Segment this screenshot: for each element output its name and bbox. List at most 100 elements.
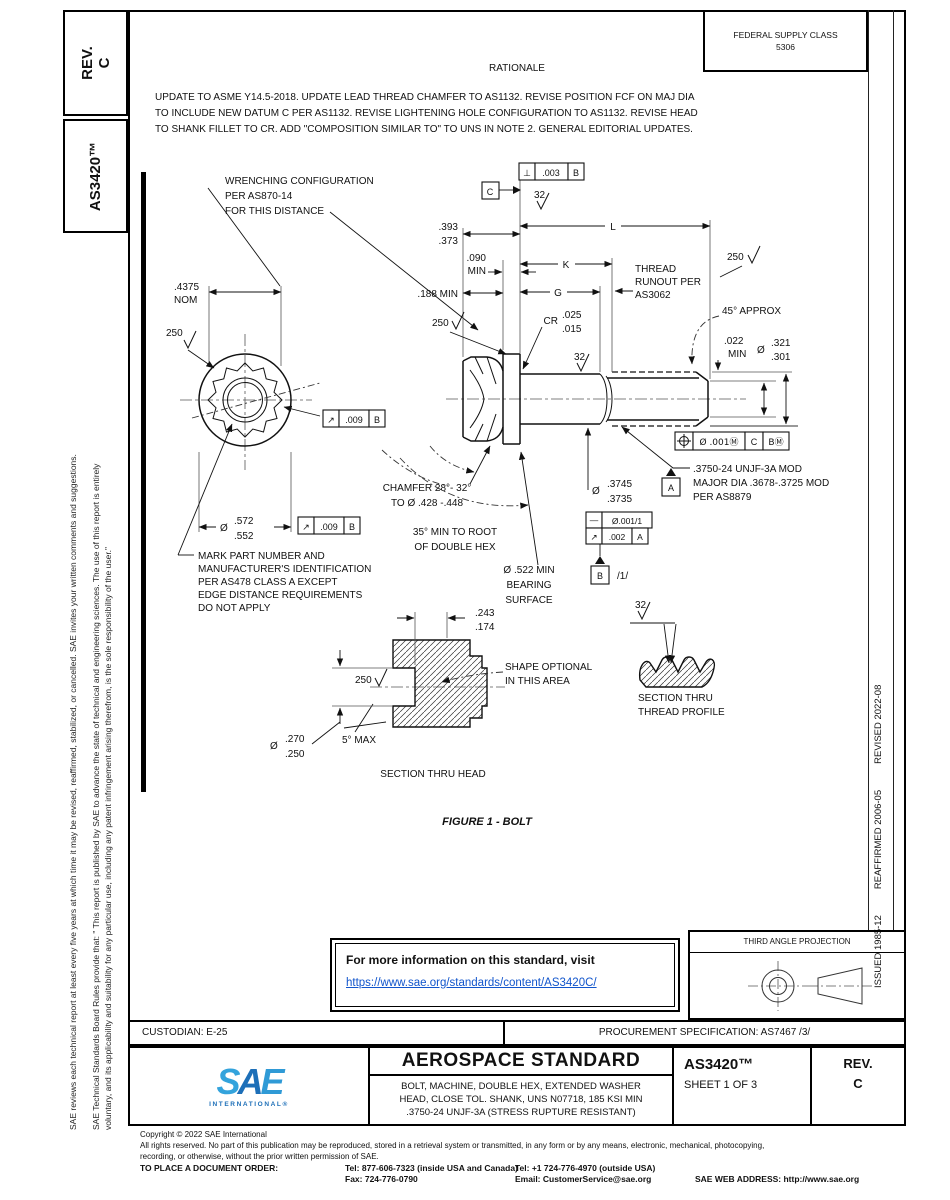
svg-text:BEARING: BEARING (506, 580, 551, 591)
surface-finish-icon: 32 (635, 600, 651, 621)
svg-text:B: B (597, 571, 603, 581)
svg-text:250: 250 (727, 252, 744, 263)
svg-text:SECTION THRU: SECTION THRU (638, 693, 713, 704)
svg-text:5° MAX: 5° MAX (342, 735, 376, 746)
svg-text:A: A (668, 483, 674, 493)
surface-finish-icon: 250 (719, 245, 761, 278)
svg-text:.174: .174 (475, 622, 495, 633)
svg-text:.373: .373 (439, 236, 459, 247)
svg-text:B: B (573, 168, 579, 178)
doc-number-vertical: AS3420™ (87, 141, 104, 211)
standard-link[interactable]: https://www.sae.org/standards/content/AS… (346, 977, 597, 989)
svg-text:SECTION THRU HEAD: SECTION THRU HEAD (380, 769, 485, 780)
custodian-cell: CUSTODIAN: E-25 (130, 1022, 505, 1044)
svg-text:EDGE DISTANCE REQUIREMENTS: EDGE DISTANCE REQUIREMENTS (198, 590, 363, 601)
svg-text:MAJOR DIA .3678-.3725 MOD: MAJOR DIA .3678-.3725 MOD (693, 478, 829, 489)
datum-c: C (481, 181, 521, 200)
svg-text:.3735: .3735 (607, 494, 632, 505)
fcf-runout-head: ↗ .009 B (322, 409, 386, 428)
surface-finish-icon: 250 (166, 328, 215, 369)
change-bar (141, 172, 146, 792)
svg-text:C: C (751, 437, 758, 447)
thread-profile-outline (638, 656, 716, 688)
svg-text:PER AS8879: PER AS8879 (693, 492, 752, 503)
svg-text:SHAPE OPTIONAL: SHAPE OPTIONAL (505, 662, 593, 673)
copyright-line: Copyright © 2022 SAE International (140, 1130, 267, 1139)
order-label: TO PLACE A DOCUMENT ORDER: (140, 1163, 279, 1173)
svg-text:Ø: Ø (592, 486, 600, 497)
svg-text:G: G (554, 288, 562, 299)
email: Email: CustomerService@sae.org (515, 1174, 652, 1184)
svg-text:.015: .015 (562, 324, 582, 335)
svg-text:.090: .090 (467, 253, 487, 264)
title-block: SAE INTERNATIONAL® AEROSPACE STANDARD BO… (128, 1046, 906, 1126)
projection-title: THIRD ANGLE PROJECTION (690, 932, 904, 953)
sae-logo: SAE INTERNATIONAL® (130, 1048, 370, 1124)
svg-text:K: K (563, 260, 570, 271)
third-angle-symbol (748, 961, 872, 1011)
svg-text:/1/: /1/ (617, 571, 628, 582)
svg-text:PER AS870-14: PER AS870-14 (225, 191, 293, 202)
svg-text:OF DOUBLE HEX: OF DOUBLE HEX (414, 542, 495, 553)
svg-text:.243: .243 (475, 608, 495, 619)
svg-text:↗: ↗ (327, 416, 335, 426)
svg-text:MARK PART NUMBER AND: MARK PART NUMBER AND (198, 551, 325, 562)
svg-text:.022: .022 (724, 336, 744, 347)
svg-text:250: 250 (355, 675, 372, 686)
svg-text:Ø: Ø (757, 345, 765, 356)
logo-letter-s: S (216, 1060, 240, 1102)
margin-line-outer (893, 10, 894, 930)
svg-text:SURFACE: SURFACE (505, 595, 553, 606)
surface-finish-icon: 250 (355, 668, 388, 688)
svg-text:.572: .572 (234, 516, 254, 527)
info-text: For more information on this standard, v… (346, 953, 595, 967)
rationale-title: RATIONALE (489, 63, 545, 74)
svg-text:NOM: NOM (174, 295, 197, 306)
svg-text:.321: .321 (771, 338, 791, 349)
svg-text:WRENCHING CONFIGURATION: WRENCHING CONFIGURATION (225, 176, 374, 187)
svg-text:.003: .003 (542, 168, 560, 178)
datum-b: B /1/ (590, 544, 628, 585)
figure-caption: FIGURE 1 - BOLT (442, 816, 533, 828)
third-angle-projection-box: THIRD ANGLE PROJECTION (688, 930, 906, 1020)
head-section-outline (392, 639, 488, 728)
fcf-position: Ø .001Ⓜ C BⓂ (674, 431, 790, 451)
svg-text:B: B (374, 415, 380, 425)
margin-line-inner (868, 10, 869, 930)
svg-text:A: A (637, 532, 643, 542)
svg-text:CHAMFER 28°- 32°: CHAMFER 28°- 32° (383, 483, 472, 494)
web-address: SAE WEB ADDRESS: http://www.sae.org (695, 1174, 860, 1184)
logo-letter-a: A (237, 1060, 264, 1102)
svg-text:.002: .002 (609, 532, 626, 542)
svg-text:32: 32 (635, 600, 647, 611)
svg-text:TO Ø .428 -.448: TO Ø .428 -.448 (391, 498, 464, 509)
svg-text:MIN: MIN (728, 349, 746, 360)
revised-date: REVISED 2022-08 (873, 684, 884, 764)
svg-text:.301: .301 (771, 352, 791, 363)
fcf-straightness: — Ø.001/1 (585, 511, 653, 529)
position-symbol-icon (677, 434, 691, 448)
end-view: ↗ .009 B .4375 NOM WRENCHING CONFIGURATI… (166, 176, 479, 614)
rev-value: C (95, 57, 113, 69)
svg-text:↗: ↗ (302, 523, 310, 533)
svg-text:BⓂ: BⓂ (768, 437, 783, 448)
svg-text:32: 32 (534, 190, 546, 201)
surface-finish-icon: 250 (432, 311, 507, 355)
procurement-cell: PROCUREMENT SPECIFICATION: AS7467 /3/ (598, 1027, 811, 1038)
document-type-heading: AEROSPACE STANDARD (370, 1048, 672, 1076)
svg-text:B: B (349, 522, 355, 532)
tel-outside: Tel: +1 724-776-4970 (outside USA) (515, 1163, 656, 1173)
datum-a: A (661, 468, 681, 497)
svg-text:.552: .552 (234, 531, 254, 542)
svg-text:.3750-24 UNJF-3A MOD: .3750-24 UNJF-3A MOD (693, 464, 802, 475)
fcf-runout-head-2: ↗ .009 B (297, 516, 361, 535)
svg-text:250: 250 (166, 328, 183, 339)
revision-label: REV. (843, 1056, 873, 1071)
surface-finish-icon: 32 (574, 352, 590, 373)
info-box: For more information on this standard, v… (330, 938, 680, 1012)
rev-box: REV. C (63, 10, 128, 116)
svg-text:.250: .250 (285, 749, 305, 760)
svg-text:Ø .001Ⓜ: Ø .001Ⓜ (700, 437, 739, 448)
svg-text:C: C (487, 187, 494, 197)
